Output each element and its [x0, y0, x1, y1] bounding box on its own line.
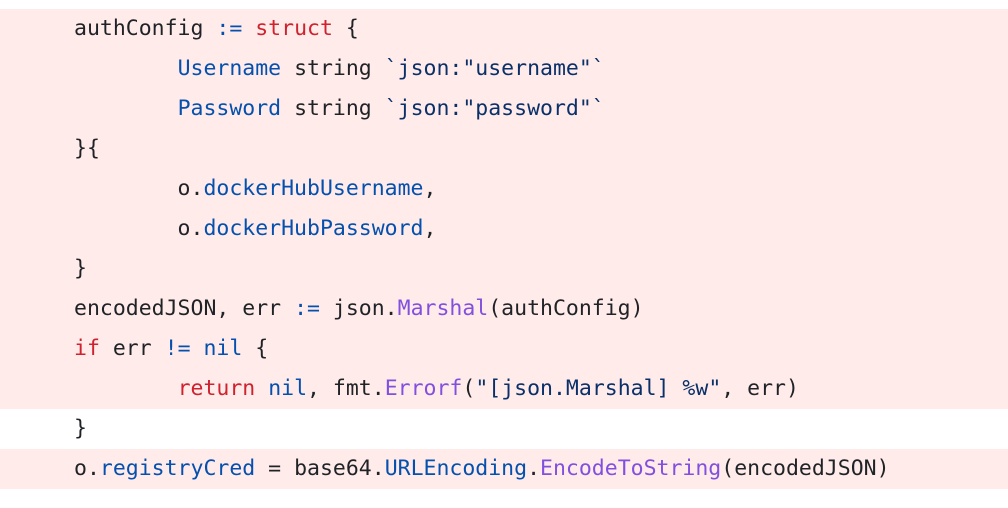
code-token	[74, 376, 178, 401]
code-token: return	[177, 376, 256, 401]
code-token: `json:"password"`	[384, 96, 605, 121]
code-token: string	[281, 96, 385, 121]
code-token: o.	[74, 176, 204, 201]
code-token: struct	[255, 16, 333, 41]
code-token: (authConfig)	[488, 296, 644, 321]
code-token: (encodedJSON)	[721, 456, 890, 481]
code-token: authConfig	[74, 16, 217, 41]
code-token: ,	[423, 176, 437, 201]
code-token: !=	[164, 336, 191, 361]
diff-header-strip	[0, 0, 1008, 9]
code-token: o.	[74, 456, 100, 481]
code-token: }	[74, 256, 87, 281]
code-token: {	[332, 16, 359, 41]
code-token	[191, 336, 204, 361]
code-token: URLEncoding	[384, 456, 528, 481]
code-token: , fmt.	[307, 376, 385, 401]
code-token: dockerHubUsername	[203, 176, 424, 201]
code-token: Password	[177, 96, 282, 121]
code-token: ,	[423, 216, 437, 241]
code-token: = base64.	[255, 456, 385, 481]
code-token: :=	[294, 296, 320, 321]
code-token: (	[462, 376, 476, 401]
deleted-code-line: o.registryCred = base64.URLEncoding.Enco…	[0, 449, 1008, 489]
code-token: }	[74, 416, 87, 441]
code-token: Username	[177, 56, 282, 81]
code-token: }{	[74, 136, 100, 161]
code-token: Marshal	[397, 296, 489, 321]
code-token: if	[74, 336, 100, 361]
deleted-code-line: }{	[0, 129, 1008, 169]
code-token: nil	[203, 336, 243, 361]
deleted-code-line: authConfig := struct {	[0, 9, 1008, 49]
code-token: o.	[74, 216, 204, 241]
code-token	[74, 96, 178, 121]
code-token: string	[281, 56, 385, 81]
code-token: err	[99, 336, 165, 361]
context-code-line: }	[0, 409, 1008, 449]
code-token	[242, 16, 255, 41]
deleted-code-line: Username string `json:"username"`	[0, 49, 1008, 89]
code-token: :=	[216, 16, 243, 41]
deleted-code-line: o.dockerHubUsername,	[0, 169, 1008, 209]
deleted-code-line: Password string `json:"password"`	[0, 89, 1008, 129]
code-token: `json:"username"`	[384, 56, 605, 81]
code-token: json.	[319, 296, 398, 321]
deleted-code-line: return nil, fmt.Errorf("[json.Marshal] %…	[0, 369, 1008, 409]
code-token: {	[242, 336, 269, 361]
code-token: registryCred	[99, 456, 256, 481]
code-token: .	[527, 456, 541, 481]
code-token: Errorf	[384, 376, 463, 401]
deleted-code-line: if err != nil {	[0, 329, 1008, 369]
code-token: EncodeToString	[540, 456, 722, 481]
code-token: nil	[268, 376, 308, 401]
code-token: encodedJSON, err	[74, 296, 295, 321]
code-token	[74, 56, 178, 81]
code-token: dockerHubPassword	[203, 216, 424, 241]
code-token	[255, 376, 268, 401]
code-lines: authConfig := struct { Username string `…	[0, 9, 1008, 489]
deleted-code-line: }	[0, 249, 1008, 289]
deleted-code-line: encodedJSON, err := json.Marshal(authCon…	[0, 289, 1008, 329]
deleted-code-line: o.dockerHubPassword,	[0, 209, 1008, 249]
code-token: "[json.Marshal] %w"	[475, 376, 722, 401]
code-token: , err)	[721, 376, 799, 401]
